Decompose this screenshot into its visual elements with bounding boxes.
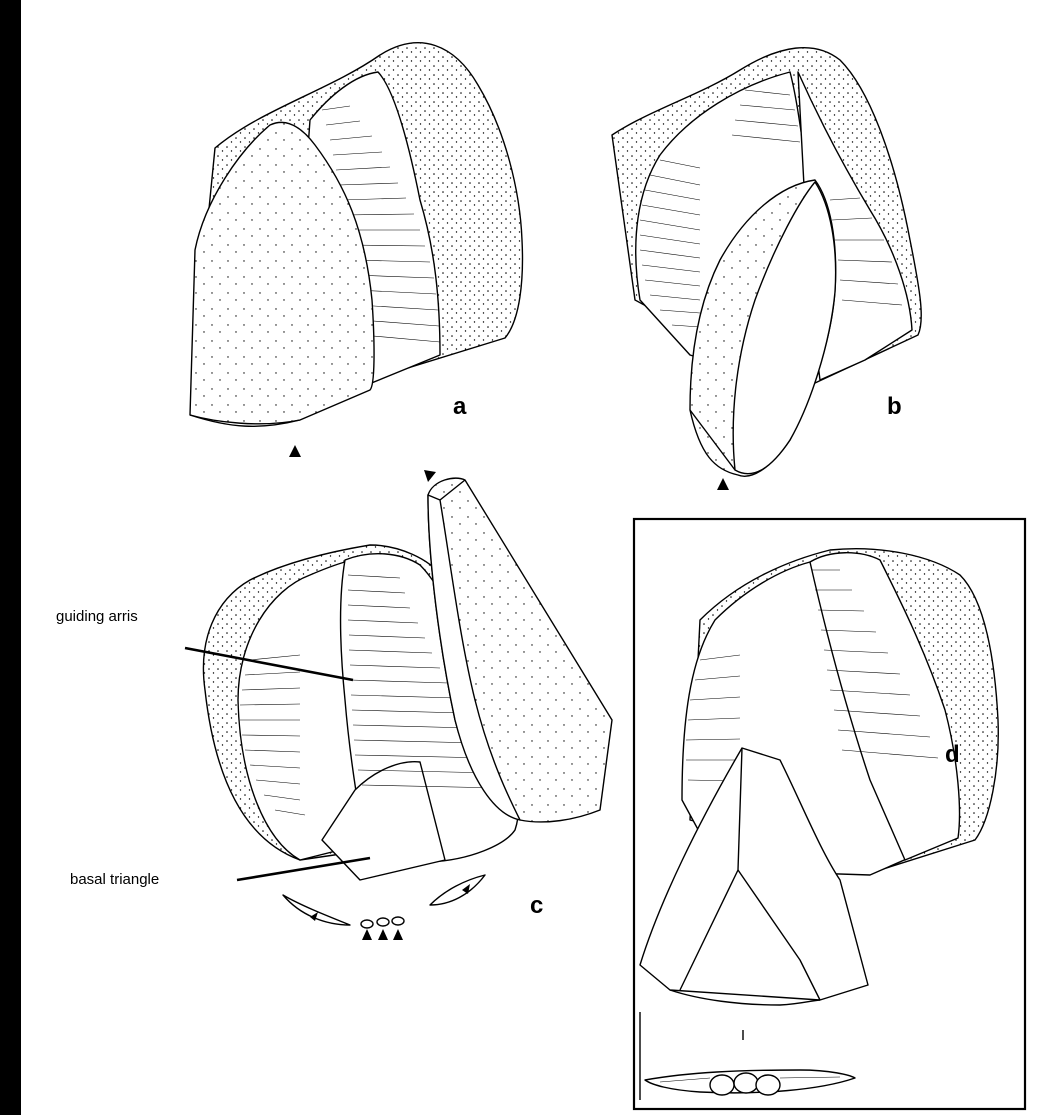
panel-a-core — [190, 43, 522, 427]
panel-a-strike-arrow — [289, 445, 301, 457]
panel-a-label: a — [453, 393, 467, 420]
panel-d-label: d — [945, 741, 960, 768]
panel-b-label: b — [887, 393, 902, 420]
panel-c-flake-chips — [283, 875, 485, 940]
guiding-arris-callout: guiding arris — [56, 608, 138, 625]
basal-triangle-callout: basal triangle — [70, 871, 159, 888]
panel-c-core — [203, 478, 612, 880]
panel-c-strike-arrow — [424, 470, 436, 482]
panel-b-core — [612, 48, 921, 477]
panel-b-strike-arrow — [717, 478, 729, 490]
panel-c-label: c — [530, 892, 543, 919]
